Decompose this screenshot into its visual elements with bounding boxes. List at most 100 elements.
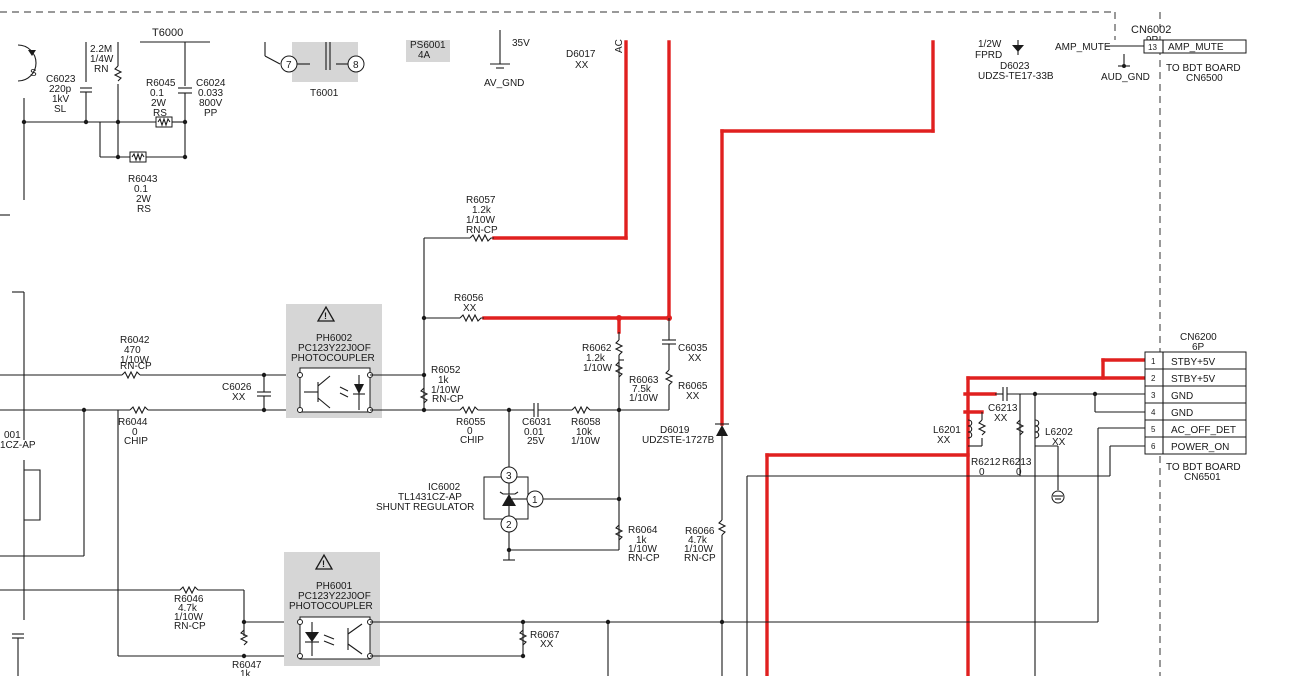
ac-partial-label: AC <box>614 39 625 53</box>
cn6002-pin-num: 13 <box>1148 43 1157 52</box>
highlighted-traces <box>482 40 1147 676</box>
r6043-label-4: RS <box>137 204 151 215</box>
r6042-label-3: 1/10W <box>120 355 149 366</box>
r6044-label-2: 0 <box>132 427 138 438</box>
r6055-label-2: 0 <box>467 426 473 437</box>
cn6200-pin3-num: 3 <box>1151 391 1156 400</box>
r6062-label-3: 1/10W <box>583 363 612 374</box>
cn6200-pin1-num: 1 <box>1151 357 1156 366</box>
r6055-label-1: R6055 <box>456 417 486 428</box>
ph6001-label-1: PH6001 <box>316 581 353 592</box>
cn6200-pin4-num: 4 <box>1151 408 1156 417</box>
ph6002-label-3: PHOTOCOUPLER <box>291 353 375 364</box>
c6031-label-1: C6031 <box>522 417 552 428</box>
r6058-label-3: 1/10W <box>571 436 600 447</box>
v35-label: 35V <box>512 38 530 49</box>
cn6200-connector: CN6200 6P 1 STBY+5V 2 STBY+5V 3 GND 4 GN… <box>1144 332 1247 483</box>
r6062-label-1: R6062 <box>582 343 612 354</box>
to-bdt-top-2: CN6500 <box>1186 73 1223 84</box>
r6212-label-2: 0 <box>979 467 985 478</box>
r6046-label-2: 4.7k <box>178 603 198 614</box>
r6044-label-1: R6044 <box>118 417 148 428</box>
c6213-label-2: XX <box>994 413 1008 424</box>
left-partial-1: 001 <box>4 430 21 441</box>
cn6200-pin5-num: 5 <box>1151 425 1156 434</box>
ph6002-label-1: PH6002 <box>316 333 353 344</box>
d6017: D6017 XX AC <box>566 39 625 71</box>
left-partial-2: 1CZ-AP <box>0 440 36 451</box>
d6019-label-2: UDZSTE-1727B <box>642 435 715 446</box>
svg-text:S: S <box>30 68 37 79</box>
cn6200-pin4-label: GND <box>1171 408 1193 419</box>
r6052-label-2: 1k <box>438 375 450 386</box>
r-2m2-label-2: 1/4W <box>90 54 114 65</box>
to-bdt-top-1: TO BDT BOARD <box>1166 63 1241 74</box>
svg-text:!: ! <box>322 559 325 569</box>
r6046-label-4: RN-CP <box>174 621 206 632</box>
snubber-network: T6000 S 2.2M 1/4W RN C6023 220p 1kV SL R… <box>0 27 226 216</box>
d6017-label-2: XX <box>575 60 589 71</box>
r6063-label-3: 1/10W <box>629 393 658 404</box>
ph6001-label-3: PHOTOCOUPLER <box>289 601 373 612</box>
r6042-label-2: 470 <box>124 345 141 356</box>
l6201-label-1: L6201 <box>933 425 961 436</box>
r6047-label-2: 1k <box>240 669 252 676</box>
l6202-label-2: XX <box>1052 437 1066 448</box>
r6042-label-1: R6042 <box>120 335 150 346</box>
c6031-label-3: 25V <box>527 436 545 447</box>
r6064-label-4: RN-CP <box>628 553 660 564</box>
t6001-pin8: 8 <box>353 60 359 71</box>
t6001-transformer: 7 8 T6001 <box>264 42 365 99</box>
ph6001-label-2: PC123Y22J0OF <box>298 591 371 602</box>
r6052-label-4: RN-CP <box>432 394 464 405</box>
r6063-label-2: 7.5k <box>632 384 652 395</box>
r6212-label-1: R6212 <box>971 457 1001 468</box>
r6064-label-1: R6064 <box>628 525 658 536</box>
r6066-label-1: R6066 <box>685 526 715 537</box>
r6043-label-2: 0.1 <box>134 184 148 195</box>
c6035-label-1: C6035 <box>678 343 708 354</box>
cn6200-pin6-label: POWER_ON <box>1171 442 1229 453</box>
r6057-label-4: RN-CP <box>466 225 498 236</box>
output-filter-section: C6213 XX L6201 XX R6212 0 L6202 XX R6213… <box>746 387 1145 676</box>
ps6001-value: 4A <box>418 50 431 61</box>
ph6002-photocoupler: ! PH6002 PC123Y22J0OF PHOTOCOUPLER <box>286 304 382 418</box>
c6024-label-1: C6024 <box>196 78 226 89</box>
l6201-label-2: XX <box>937 435 951 446</box>
r6063-label-1: R6063 <box>629 375 659 386</box>
r6045-label-2: 0.1 <box>150 88 164 99</box>
c6023-label-2: 220p <box>49 84 72 95</box>
d6023-label-4: UDZS-TE17-33B <box>978 71 1054 82</box>
c6213-label-1: C6213 <box>988 403 1018 414</box>
r6043-label-1: R6043 <box>128 174 158 185</box>
r6064-label-3: 1/10W <box>628 544 657 555</box>
r6058-label-2: 10k <box>576 427 593 438</box>
ps6001-label: PS6001 <box>410 40 446 51</box>
r6045-label-1: R6045 <box>146 78 176 89</box>
r6057-label-2: 1.2k <box>472 205 492 216</box>
r6042-label-4: RN-CP <box>120 361 152 372</box>
r6213-label-1: R6213 <box>1002 457 1032 468</box>
c6023-label-4: SL <box>54 104 67 115</box>
r6047-label-1: R6047 <box>232 660 262 671</box>
c6023-label-1: C6023 <box>46 74 76 85</box>
cn6200-pin1-label: STBY+5V <box>1171 357 1216 368</box>
ps6001-fuse: PS6001 4A 35V AV_GND <box>406 30 530 89</box>
r6066-label-4: RN-CP <box>684 553 716 564</box>
r-2m2-label-1: 2.2M <box>90 44 112 55</box>
d6023-amp-mute: 1/2W FPRD D6023 UDZS-TE17-33B AMP_MUTE A… <box>975 24 1247 84</box>
r6064-label-2: 1k <box>636 535 648 546</box>
ph6001-section: R6046 4.7k 1/10W RN-CP R6047 1k ! PH6001… <box>0 410 1098 676</box>
ic6002-label-3: SHUNT REGULATOR <box>376 502 474 513</box>
ic6002-shunt-regulator: 3 1 2 IC6002 TL1431CZ-AP SHUNT REGULATOR <box>376 410 619 561</box>
c6026-label-1: C6026 <box>222 382 252 393</box>
cn6200-pin2-label: STBY+5V <box>1171 374 1216 385</box>
r6213-label-2: 0 <box>1016 467 1022 478</box>
r6065-label-2: XX <box>686 391 700 402</box>
d6023-label-3: D6023 <box>1000 61 1030 72</box>
cn6200-pin5-label: AC_OFF_DET <box>1171 425 1236 436</box>
r6045-label-4: RS <box>153 108 167 119</box>
r6067-label-1: R6067 <box>530 630 560 641</box>
r6052-label-3: 1/10W <box>431 385 460 396</box>
